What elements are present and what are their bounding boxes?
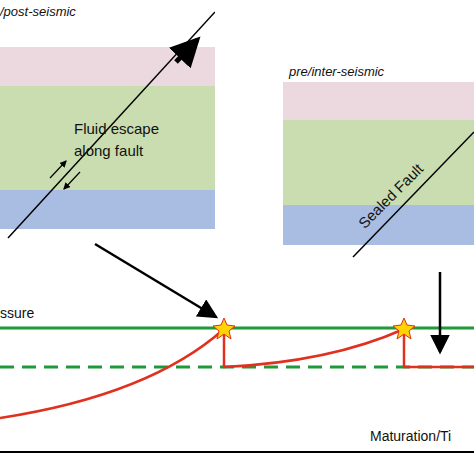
- star-marker: [213, 318, 235, 339]
- time-axis: [0, 451, 474, 453]
- fault-line: [8, 12, 215, 238]
- axis-label: Maturation/Ti: [370, 428, 451, 444]
- strata-illustration: [283, 60, 474, 260]
- pointer-arrow: [95, 244, 216, 317]
- fault-line: [353, 132, 474, 257]
- pressure-curve: [0, 329, 474, 418]
- rock-layer: [0, 86, 215, 190]
- fault-panel: /post-seismicFluid escape along fault: [0, 0, 215, 240]
- phase-heading: /post-seismic: [0, 4, 76, 19]
- rock-layer: [0, 190, 215, 229]
- rock-layer: [283, 82, 474, 120]
- pointer-arrow: [439, 272, 442, 352]
- fluid-arrow: [176, 40, 197, 62]
- fault-note: Fluid escape along fault: [74, 118, 174, 162]
- phase-heading: pre/inter-seismic: [289, 64, 384, 79]
- fault-panel: pre/inter-seismicSealed Fault: [283, 60, 474, 260]
- slip-arrow: [64, 172, 80, 189]
- axis-label: ssure: [0, 305, 34, 321]
- star-marker: [393, 318, 415, 339]
- slip-arrow: [50, 161, 66, 178]
